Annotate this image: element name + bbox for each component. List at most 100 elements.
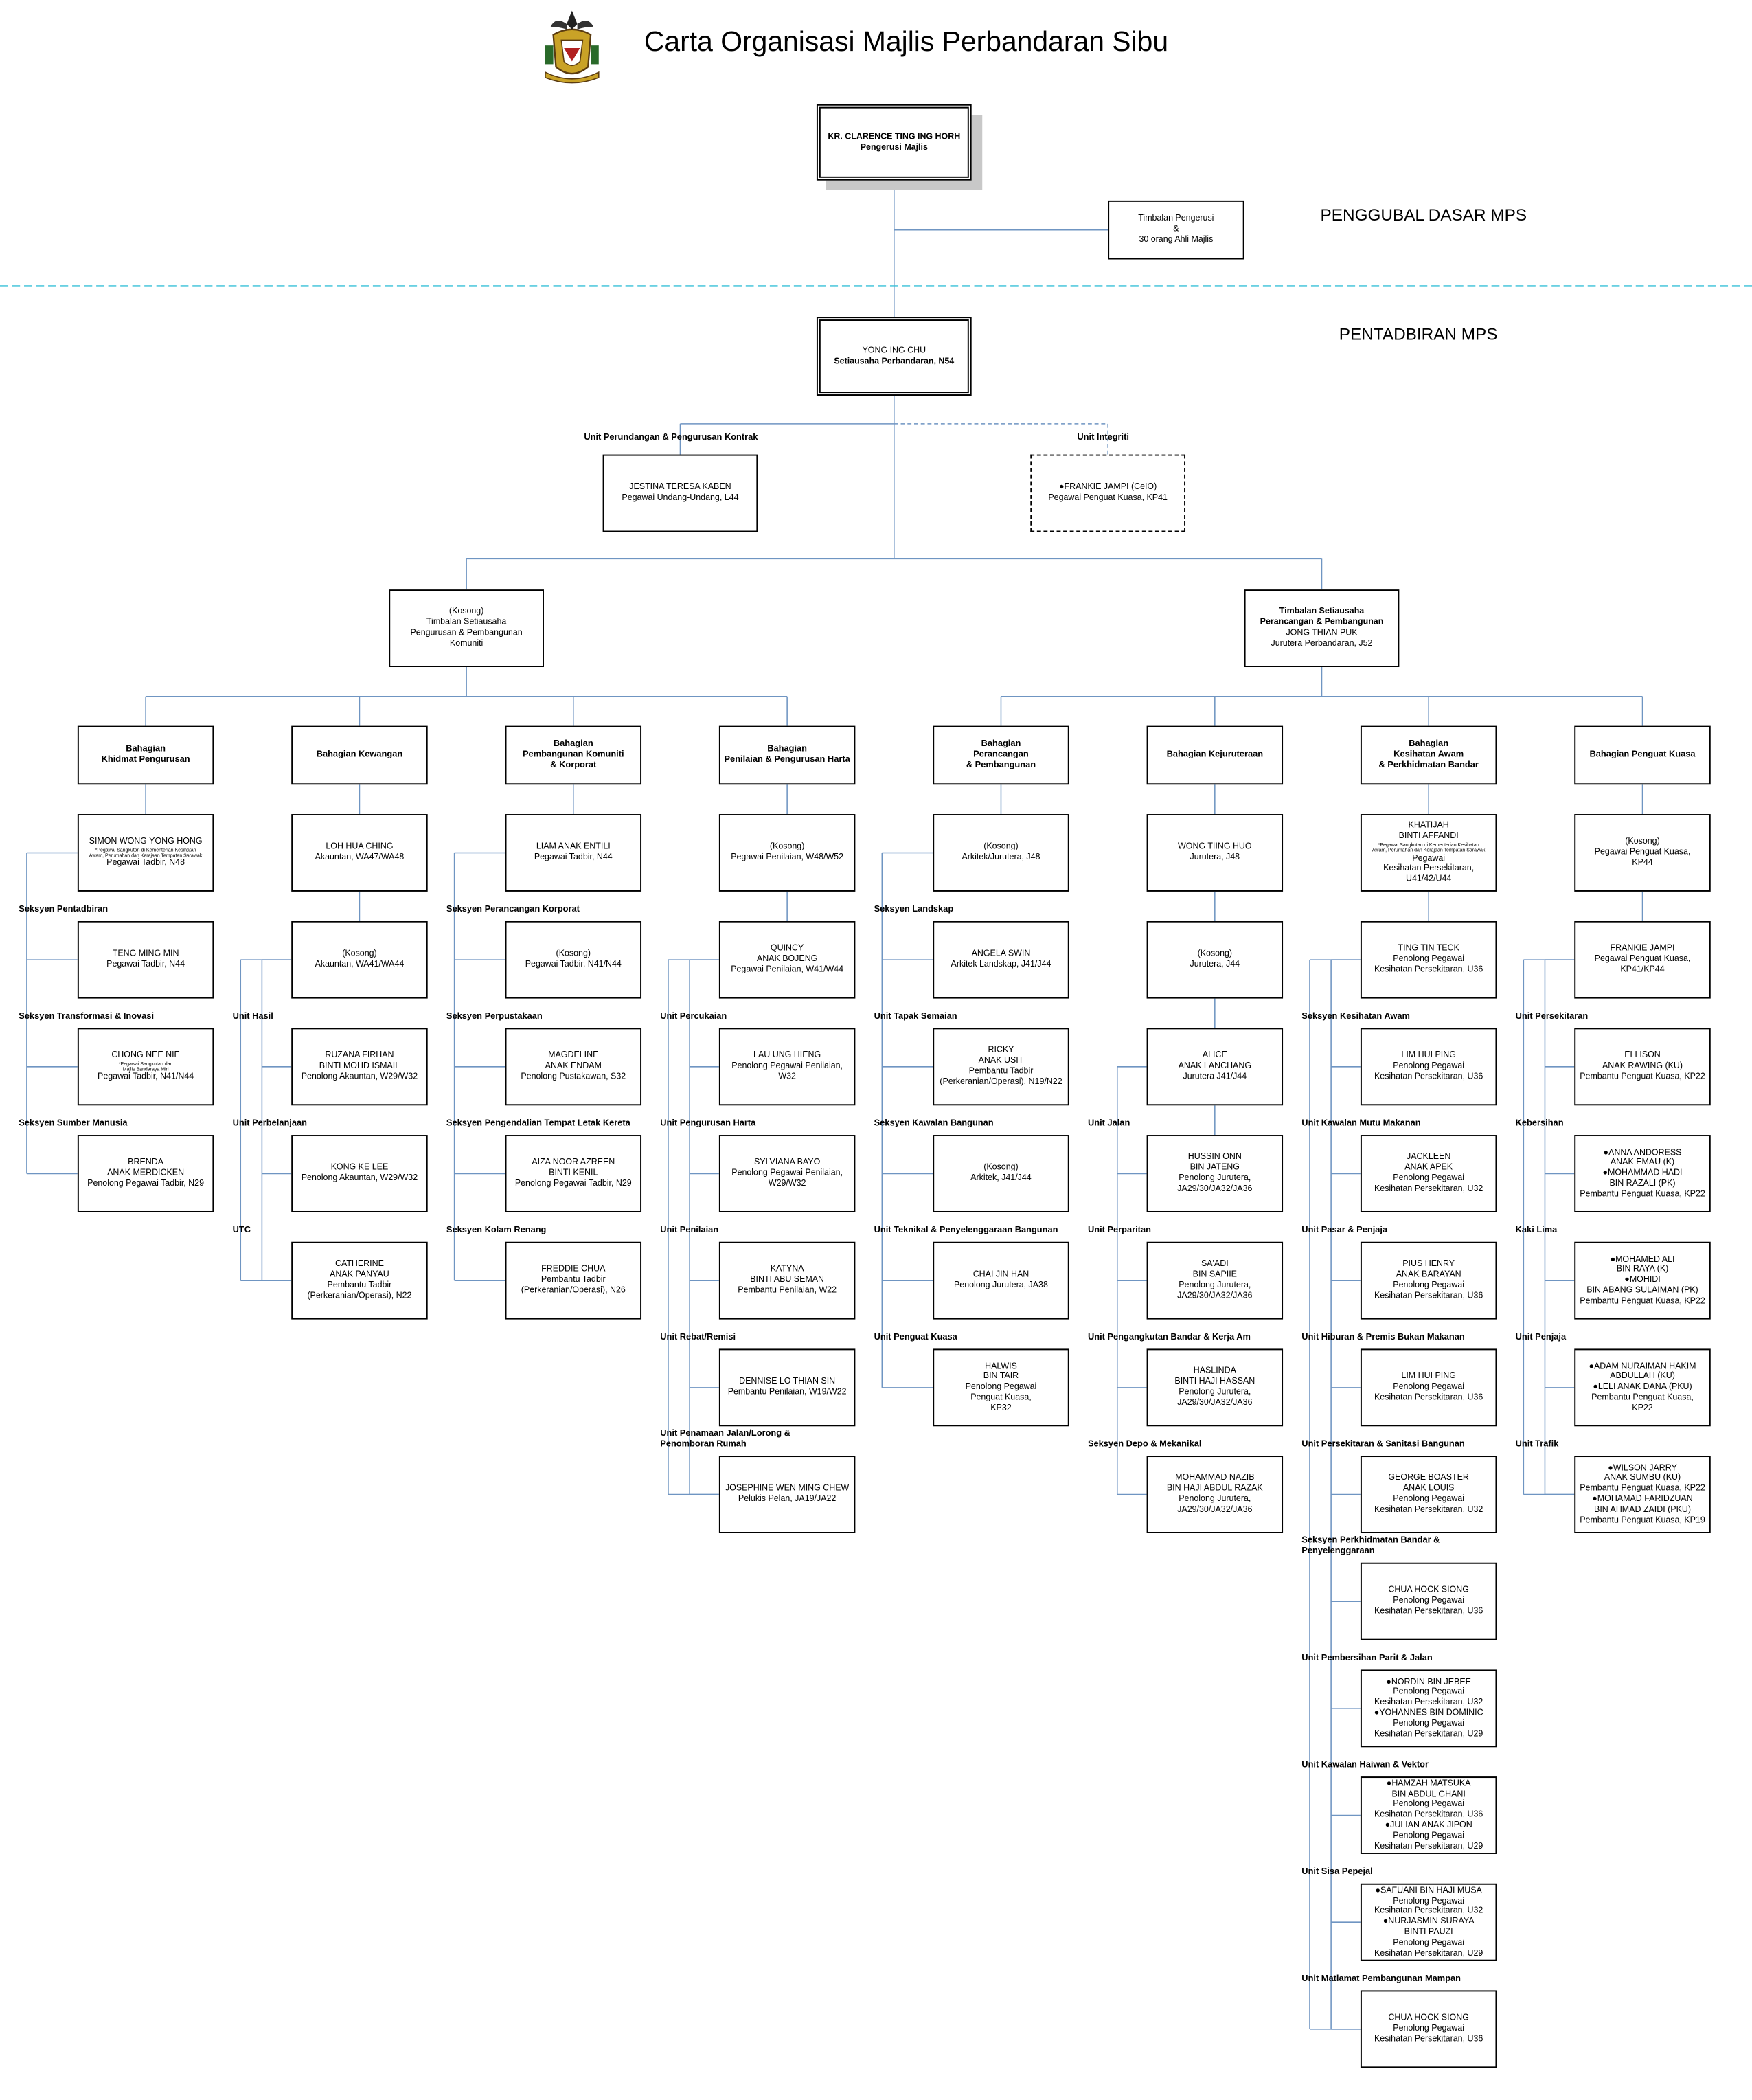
box-line: BINTI HAJI HASSAN <box>1174 1377 1255 1387</box>
box-line: 30 orang Ahli Majlis <box>1139 235 1214 245</box>
unit-label: Unit Pengangkutan Bandar & Kerja Am <box>1087 1333 1251 1342</box>
box-line: ●FRANKIE JAMPI (CeIO) <box>1059 482 1157 493</box>
unit-label: Unit Sisa Pepejal <box>1301 1867 1373 1877</box>
box-line: Perancangan <box>973 749 1029 760</box>
box-line: CHUA HOCK SIONG <box>1388 2013 1469 2023</box>
box-line: Pembantu Tadbir <box>968 1066 1034 1076</box>
box-line: BINTI ABU SEMAN <box>750 1275 825 1285</box>
box-line: Pembantu Penguat Kuasa, KP22 <box>1580 1189 1705 1199</box>
box-line: Arkitek/Jurutera, J48 <box>962 853 1040 863</box>
box-line: Penolong Jurutera, <box>1179 1387 1251 1397</box>
box-line: BIN ABDUL GHANI <box>1391 1789 1466 1799</box>
box-line: Bahagian Kejuruteraan <box>1166 749 1264 760</box>
box-line: BRENDA <box>128 1158 164 1168</box>
box-line: JA29/30/JA32/JA36 <box>1177 1504 1253 1515</box>
box-line: ●WILSON JARRY <box>1608 1463 1677 1473</box>
division-header: Bahagian Kewangan <box>291 725 428 785</box>
box-line: Pembantu Penguat Kuasa, KP22 <box>1580 1484 1705 1493</box>
box-line: TING TIN TECK <box>1398 944 1459 954</box>
box-line: HUSSIN ONN <box>1187 1153 1242 1162</box>
box-line: Pegawai Penilaian, W48/W52 <box>731 853 844 863</box>
box-line: *Pegawai Sangkutan dari <box>118 1061 173 1067</box>
box-line: TENG MING MIN <box>112 949 179 959</box>
box-line: Penolong Pegawai <box>1393 1937 1465 1947</box>
box-line: BIN AHMAD ZAIDI (PKU) <box>1594 1504 1691 1515</box>
box-line: BINTI MOHD ISMAIL <box>319 1061 400 1071</box>
unit-label: Unit Pengurusan Harta <box>660 1118 756 1129</box>
unit-label: Unit Tapak Semaian <box>874 1012 957 1021</box>
box-line: BIN RAYA (K) <box>1616 1265 1669 1275</box>
box-line: RUZANA FIRHAN <box>325 1051 394 1061</box>
box-line: ●MOHIDI <box>1624 1275 1661 1285</box>
box-line: Jurutera, J48 <box>1190 853 1240 863</box>
unit-label: Unit Penilaian <box>660 1226 719 1236</box>
box-line: Arkitek, J41/J44 <box>970 1173 1032 1184</box>
box-line: Pembantu Penguat Kuasa, <box>1591 1392 1694 1403</box>
unit-label: Unit Penamaan Jalan/Lorong & Penomboran … <box>660 1429 790 1449</box>
box-line: ●YOHANNES BIN DOMINIC <box>1374 1708 1483 1718</box>
box-line: Penolong Pegawai <box>1393 1382 1465 1392</box>
box-line: Penolong Pegawai <box>965 1382 1037 1392</box>
box-line: Kesihatan Persekitaran, U36 <box>1374 1392 1483 1403</box>
box-line: Pengurusan & Pembangunan <box>410 628 523 638</box>
box-line: & Korporat <box>550 760 597 770</box>
unit-label: Unit Penguat Kuasa <box>874 1333 957 1342</box>
unit-label: Unit Pasar & Penjaja <box>1301 1226 1388 1236</box>
box-line: Kesihatan Persekitaran, U29 <box>1374 1841 1483 1851</box>
box-line: BIN ABANG SULAIMAN (PK) <box>1586 1285 1698 1296</box>
box-line: Kesihatan Persekitaran, U36 <box>1374 1809 1483 1820</box>
box-line: Pegawai <box>1412 853 1446 863</box>
box-line: Timbalan Setiausaha <box>426 618 507 628</box>
box-line: Bahagian Kewangan <box>316 749 403 760</box>
box-line: ●NORDIN BIN JEBEE <box>1386 1677 1471 1686</box>
box-line: W32 <box>778 1072 796 1082</box>
box-line: Pengerusi Majlis <box>860 142 928 152</box>
box-line: Bahagian <box>553 739 593 749</box>
box-line: Pelukis Pelan, JA19/JA22 <box>738 1494 837 1504</box>
box-line: Penolong Pegawai <box>1393 1494 1465 1504</box>
unit-label: Unit Perparitan <box>1087 1226 1151 1236</box>
box-line: Penolong Pegawai <box>1393 1687 1465 1697</box>
box-line: Jurutera Perbandaran, J52 <box>1271 638 1373 648</box>
box-line: Pembantu Penguat Kuasa, KP19 <box>1580 1515 1705 1525</box>
box-line: Pegawai Tadbir, N44 <box>534 853 613 863</box>
unit-label: Seksyen Depo & Mekanikal <box>1087 1439 1202 1449</box>
box-line: Pembantu Tadbir <box>327 1280 392 1290</box>
box-line: Perancangan & Pembangunan <box>1260 618 1384 628</box>
unit-label: Seksyen Perpustakaan <box>446 1012 543 1021</box>
box-line: FRANKIE JAMPI <box>1610 944 1675 954</box>
box-line: Kesihatan Persekitaran, U29 <box>1374 1948 1483 1958</box>
box-line: ●ADAM NURAIMAN HAKIM <box>1589 1361 1696 1371</box>
unit-label: Seksyen Transformasi & Inovasi <box>19 1012 155 1021</box>
staff-box: (Kosong)Pegawai Tadbir, N41/N44 <box>505 921 642 999</box>
box-line: BIN JATENG <box>1190 1163 1240 1173</box>
box-line: & Perkhidmatan Bandar <box>1378 760 1479 770</box>
box-line: *Pegawai Sangkutan di Kementerian Kesiha… <box>1378 842 1479 848</box>
box-line: Penolong Pegawai <box>1393 1173 1465 1184</box>
box-line: BIN SAPIIE <box>1192 1270 1237 1280</box>
unit-label: Seksyen Perancangan Korporat <box>446 905 580 914</box>
box-line: Pembantu Tadbir <box>541 1275 606 1285</box>
box-line: KATYNA <box>770 1265 804 1275</box>
box-line: LOH HUA CHING <box>326 842 394 852</box>
box-line: (Perkeranian/Operasi), N22 <box>307 1291 412 1300</box>
unit-label: UTC <box>232 1226 251 1236</box>
box-line: JACKLEEN <box>1407 1153 1451 1162</box>
